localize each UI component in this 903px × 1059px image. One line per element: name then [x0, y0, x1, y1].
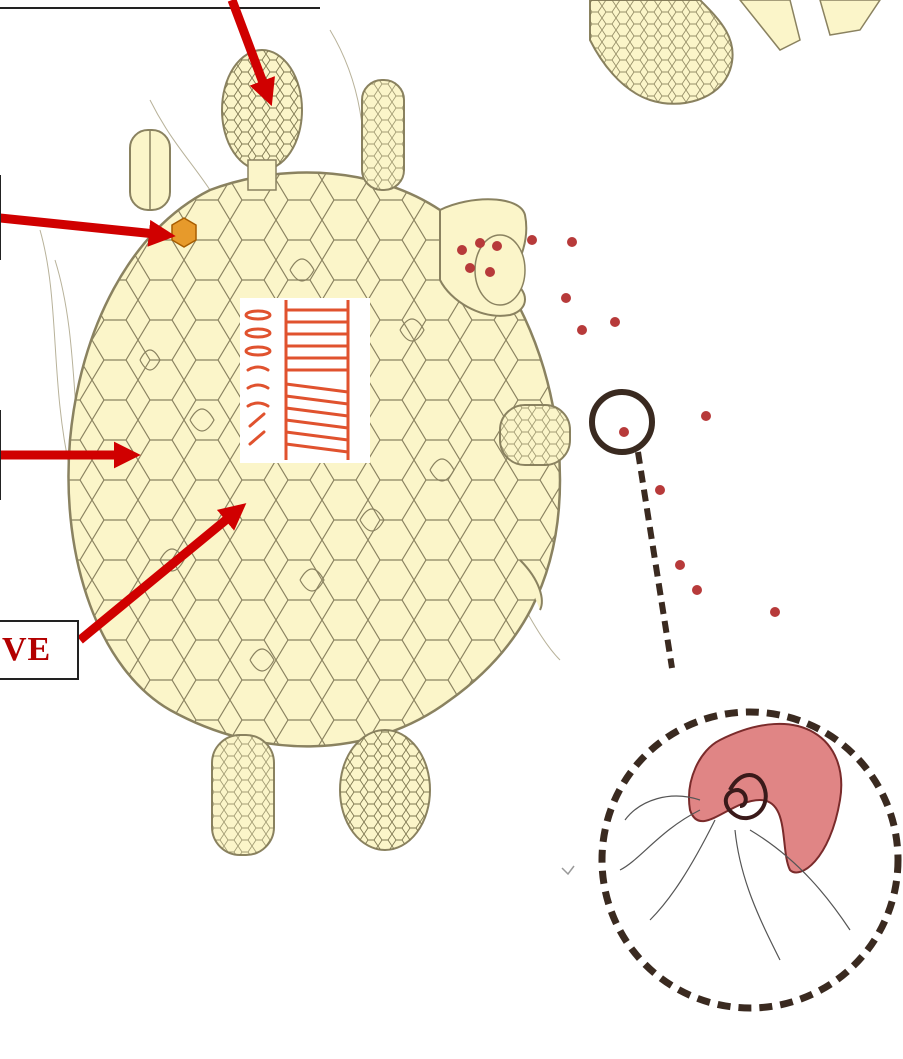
label-box-ve: VE — [0, 620, 79, 680]
sperm-highlight-circle — [592, 392, 652, 452]
lobe-top-finger-right — [362, 80, 404, 190]
lobe-bottom-left — [212, 735, 274, 855]
arrow-upper-left — [0, 218, 165, 235]
lobe-bottom-right — [340, 730, 430, 850]
lobe-top-finger-left — [130, 130, 170, 210]
label-ve: VE — [2, 631, 51, 669]
tracheid-inset — [240, 298, 370, 463]
dashed-connector — [638, 452, 672, 668]
magnified-sperm — [602, 712, 898, 1008]
highlighted-cell — [172, 218, 196, 247]
partial-thallus-top — [590, 0, 880, 104]
